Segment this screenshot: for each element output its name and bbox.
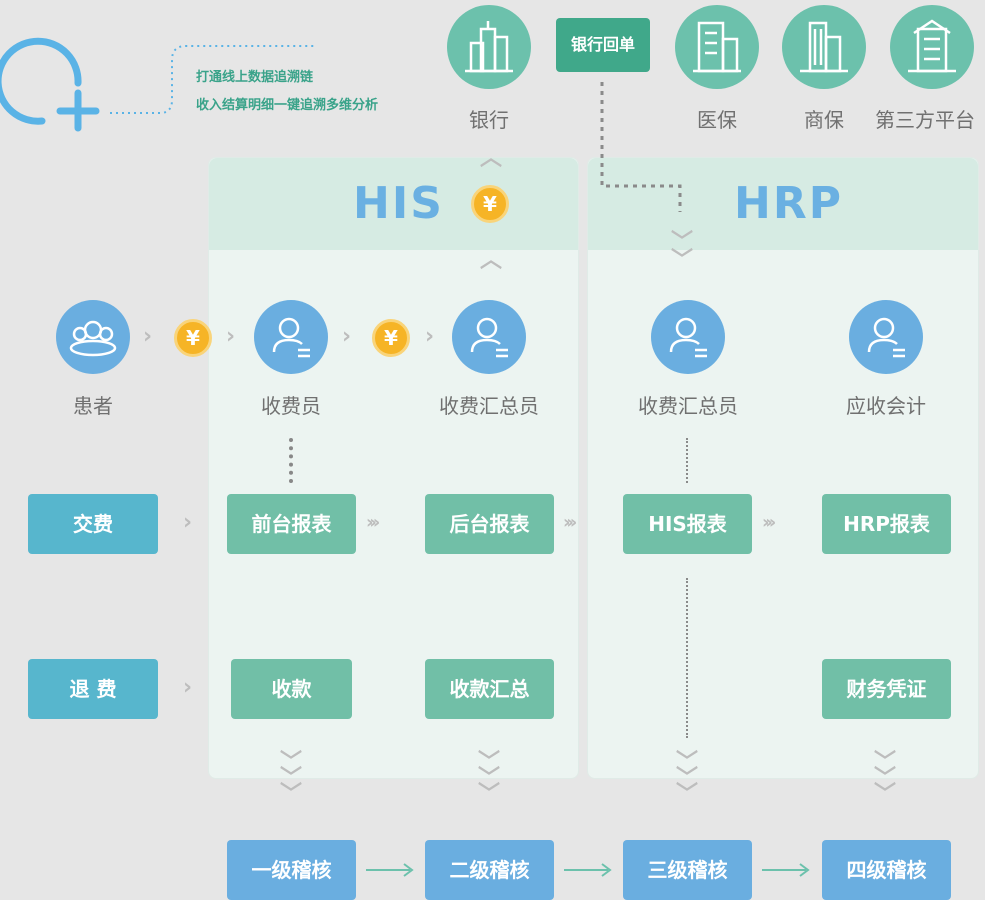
double-chevron-down-icon: ﹀﹀﹀ (478, 750, 501, 807)
hrp-panel-header (588, 158, 978, 250)
receipt-summary-box: 收款汇总 (425, 659, 554, 719)
arrow-right-icon (366, 863, 414, 877)
yuan-coin-icon: ¥ (174, 319, 212, 357)
role-label-patient: 患者 (73, 394, 113, 418)
medical-insurance-icon (675, 5, 759, 89)
chevron-right-icon: › (425, 324, 435, 349)
chevron-right-icon: › (342, 324, 352, 349)
summary-clerk-user-icon (452, 300, 526, 374)
role-label-cashier: 收费员 (261, 394, 321, 418)
third-party-icon (890, 5, 974, 89)
institution-label-commercial: 商保 (804, 108, 844, 132)
refund-row-label: 退 费 (28, 659, 158, 719)
chevron-down-icon: ﹀ (671, 230, 694, 255)
his-title: HIS (353, 178, 444, 229)
back-office-report-box: 后台报表 (425, 494, 554, 554)
note-line-2: 收入结算明细一键追溯多维分析 (196, 98, 379, 113)
audit-level-2: 二级稽核 (425, 840, 554, 900)
chevron-right-icon: › (143, 324, 153, 349)
double-chevron-down-icon: ﹀﹀﹀ (676, 750, 699, 807)
commercial-insurance-icon (782, 5, 866, 89)
arrow-right-icon (564, 863, 612, 877)
his-report-box: HIS报表 (623, 494, 752, 554)
note-line-1: 打通线上数据追溯链 (196, 70, 314, 85)
yuan-coin-icon: ¥ (372, 319, 410, 357)
hrp-report-box: HRP报表 (822, 494, 951, 554)
pay-row-label: 交费 (28, 494, 158, 554)
audit-level-4: 四级稽核 (822, 840, 951, 900)
bank-receipt-tag: 银行回单 (556, 18, 650, 72)
add-ring-icon (0, 37, 100, 132)
yuan-coin-icon: ¥ (471, 185, 509, 223)
institution-label-medical: 医保 (697, 108, 737, 132)
dotted-connector (686, 578, 688, 738)
institution-label-third-party: 第三方平台 (875, 108, 975, 132)
dotted-connector (686, 438, 688, 483)
front-desk-report-box: 前台报表 (227, 494, 356, 554)
role-label-summary-clerk-hrp: 收费汇总员 (638, 394, 738, 418)
triple-chevron-right-icon: ››› (366, 512, 380, 533)
hrp-title: HRP (734, 178, 843, 229)
role-label-summary-clerk-his: 收费汇总员 (439, 394, 539, 418)
role-label-accountant: 应收会计 (846, 394, 926, 418)
triple-chevron-right-icon: ››› (563, 512, 577, 533)
double-chevron-down-icon: ﹀﹀﹀ (874, 750, 897, 807)
chevron-right-icon: › (183, 510, 193, 535)
audit-level-1: 一级稽核 (227, 840, 356, 900)
chevron-up-icon: ︿ (480, 248, 503, 273)
arrow-right-icon (762, 863, 810, 877)
chevron-up-icon: ︿ (480, 146, 503, 171)
receipt-box: 收款 (231, 659, 352, 719)
his-panel-header (209, 158, 578, 250)
note-dotted-connector (110, 45, 315, 114)
double-chevron-down-icon: ﹀﹀﹀ (280, 750, 303, 807)
triple-chevron-right-icon: ››› (762, 512, 776, 533)
dotted-connector (289, 438, 293, 483)
financial-voucher-box: 财务凭证 (822, 659, 951, 719)
institution-label-bank: 银行 (469, 108, 509, 132)
chevron-down-icon: ﹀ (671, 248, 694, 273)
chevron-right-icon: › (183, 675, 193, 700)
summary-clerk-hrp-user-icon (651, 300, 725, 374)
cashier-user-icon (254, 300, 328, 374)
patient-group-icon (56, 300, 130, 374)
accountant-user-icon (849, 300, 923, 374)
audit-level-3: 三级稽核 (623, 840, 752, 900)
chevron-right-icon: › (226, 324, 236, 349)
bank-icon (447, 5, 531, 89)
